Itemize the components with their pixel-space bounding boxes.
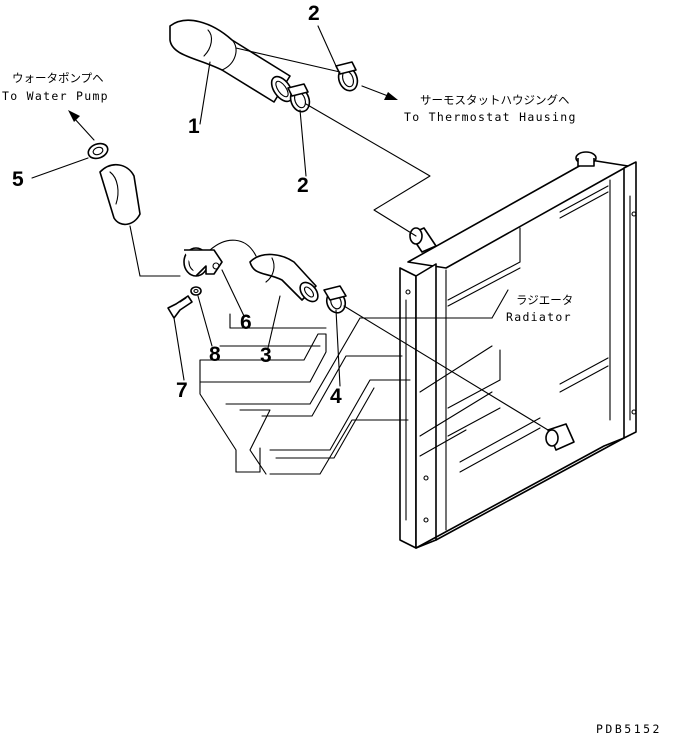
leader-lines [31,25,341,387]
thermostat-label-en: To Thermostat Hausing [404,110,577,124]
callout-3: 3 [260,344,272,367]
arrow-to-thermostat [361,85,398,100]
upper-hose-part-1 [169,19,294,103]
radiator-label-jp: ラジエータ [516,293,573,307]
callout-1: 1 [188,115,200,138]
washer-part-8 [190,286,202,296]
radiator [399,151,637,549]
callout-7: 7 [176,379,188,402]
radiator-label-en: Radiator [506,310,572,324]
hose-clamp-part-5 [87,142,109,160]
drawing-code: PDB5152 [596,722,662,736]
callout-2-lower: 2 [297,174,309,197]
water-pump-label-jp: ウォータポンプヘ [12,71,104,85]
callout-2-upper: 2 [308,2,320,25]
lower-hose-part-3 [249,253,319,303]
bracket-part-6 [183,247,223,277]
water-pump-label-en: To Water Pump [2,89,109,103]
callout-6: 6 [240,311,252,334]
callout-5: 5 [12,168,24,191]
bolt-part-7 [167,295,193,319]
arrow-to-water-pump [68,110,95,141]
short-hose [99,164,141,226]
hose-clamp-part-2-upper [335,61,359,92]
callout-4: 4 [330,385,342,408]
hose-clamp-part-4 [323,285,347,314]
connection-lines [129,47,549,431]
hose-clamp-part-2-lower [287,83,311,113]
thermostat-label-jp: サーモスタットハウジングヘ [420,93,570,107]
engine-block-outline [199,289,509,475]
callout-8: 8 [209,343,221,366]
